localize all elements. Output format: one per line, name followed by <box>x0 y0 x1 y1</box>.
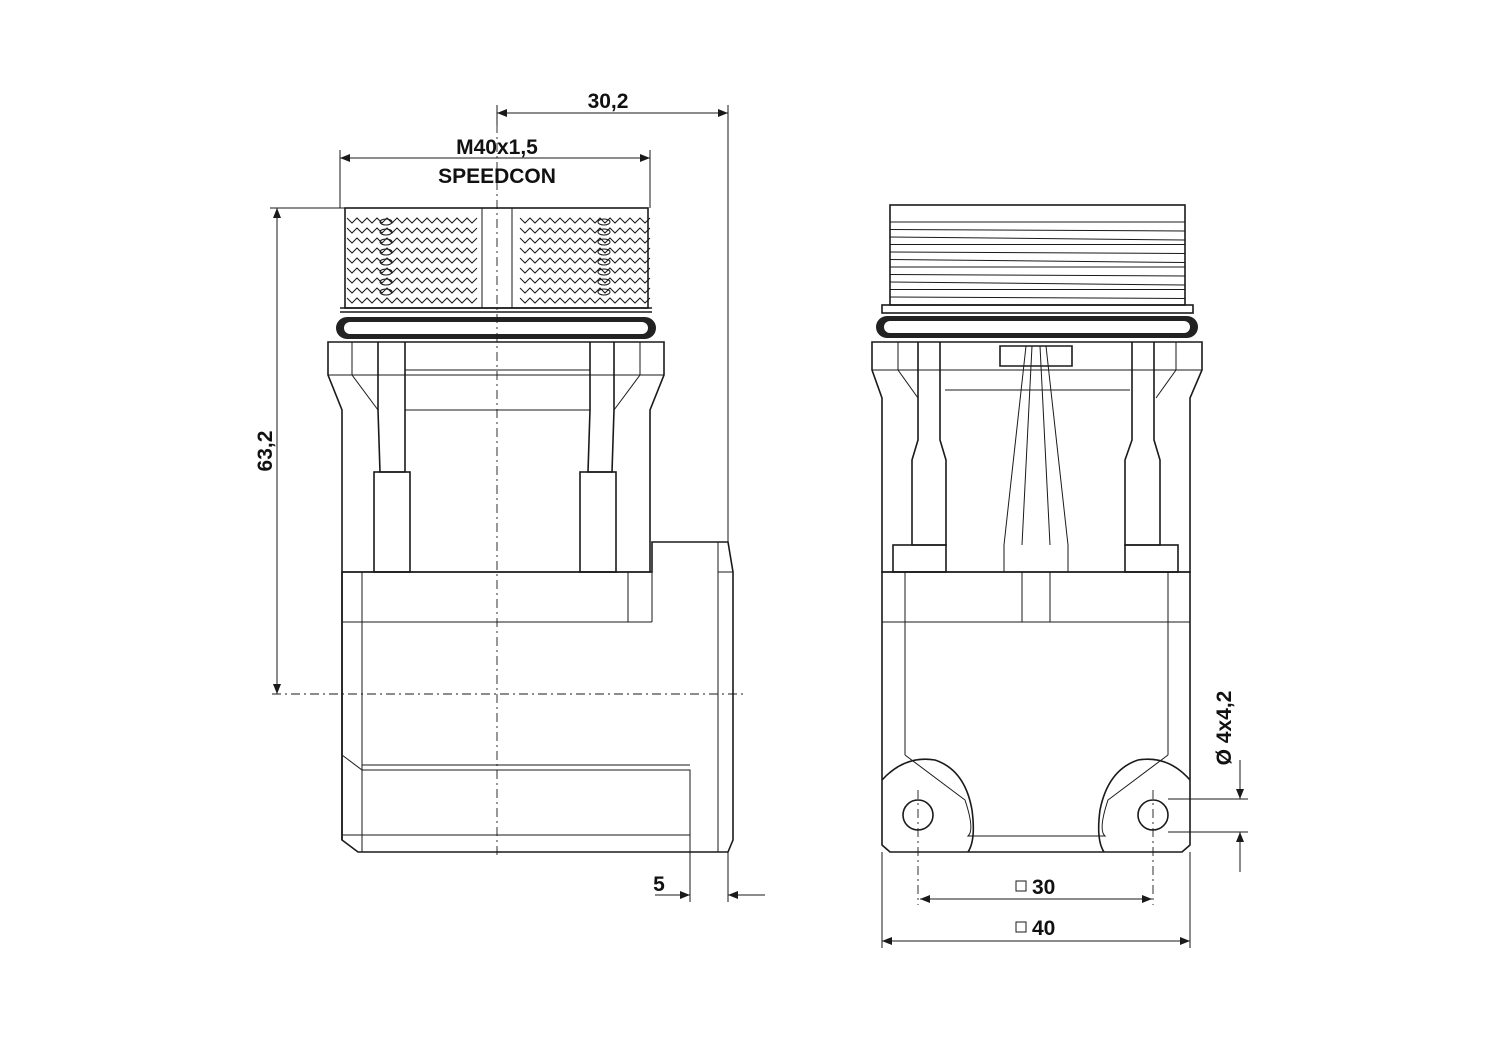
knurl-line <box>889 274 1186 277</box>
dimension-hole-spacing: 30 <box>920 876 1152 903</box>
thread-type-label: SPEEDCON <box>438 165 556 188</box>
thread-crest <box>379 238 393 246</box>
thread-line <box>519 257 651 264</box>
thread-line <box>519 287 651 294</box>
dimension-hole-diameter: Ø 4x4,2 <box>1168 691 1248 872</box>
thread-crest <box>597 238 611 246</box>
thread-line <box>519 227 651 234</box>
dimension-offset-width: 30,2 <box>496 90 729 542</box>
thread-line <box>519 217 651 224</box>
offset-width-label: 30,2 <box>588 90 629 113</box>
thread-line <box>346 227 478 234</box>
thread-crest <box>597 268 611 276</box>
thread-line <box>346 277 478 284</box>
thread-line <box>519 267 651 274</box>
thread-crest <box>379 288 393 296</box>
thread-crest <box>597 228 611 236</box>
dimension-height: 63,2 <box>254 207 345 694</box>
thread-crest <box>379 258 393 266</box>
thread-line <box>346 297 478 304</box>
thread-line <box>519 277 651 284</box>
thread-crest <box>597 218 611 226</box>
thread-crest <box>597 278 611 286</box>
knurl-line <box>889 236 1186 241</box>
thread-crest <box>379 268 393 276</box>
thread-line <box>346 217 478 224</box>
thread-crest <box>379 228 393 236</box>
flange-offset-label: 5 <box>653 873 665 896</box>
hole-spacing-label: 30 <box>1032 876 1055 899</box>
thread-section <box>340 207 652 309</box>
knurl-line <box>889 251 1186 254</box>
dimension-thread: M40x1,5 SPEEDCON <box>339 136 651 208</box>
hole-diameter-label: Ø 4x4,2 <box>1213 691 1236 766</box>
thread-line <box>346 257 478 264</box>
thread-crest <box>597 248 611 256</box>
thread-line <box>346 267 478 274</box>
height-label: 63,2 <box>254 431 277 472</box>
thread-line <box>346 237 478 244</box>
square-symbol-30 <box>1015 880 1027 892</box>
thread-line <box>519 247 651 254</box>
knurl-line <box>889 259 1186 263</box>
flange-size-label: 40 <box>1032 917 1055 940</box>
thread-line <box>346 247 478 254</box>
thread-crest <box>379 278 393 286</box>
dimension-flange-size: 40 <box>881 852 1191 948</box>
thread-crest <box>379 218 393 226</box>
front-view <box>871 204 1203 905</box>
knurl-line <box>889 229 1186 232</box>
thread-crest <box>379 248 393 256</box>
thread-crest <box>597 258 611 266</box>
thread-crest <box>597 288 611 296</box>
thread-line <box>519 237 651 244</box>
side-view <box>272 105 745 855</box>
knurl-line <box>889 296 1186 299</box>
knurl-line <box>889 281 1186 286</box>
thread-line <box>519 297 651 304</box>
thread-line <box>346 287 478 294</box>
thread-spec-label: M40x1,5 <box>456 136 538 159</box>
square-symbol-40 <box>1015 921 1027 933</box>
dimension-flange-offset: 5 <box>653 852 765 902</box>
